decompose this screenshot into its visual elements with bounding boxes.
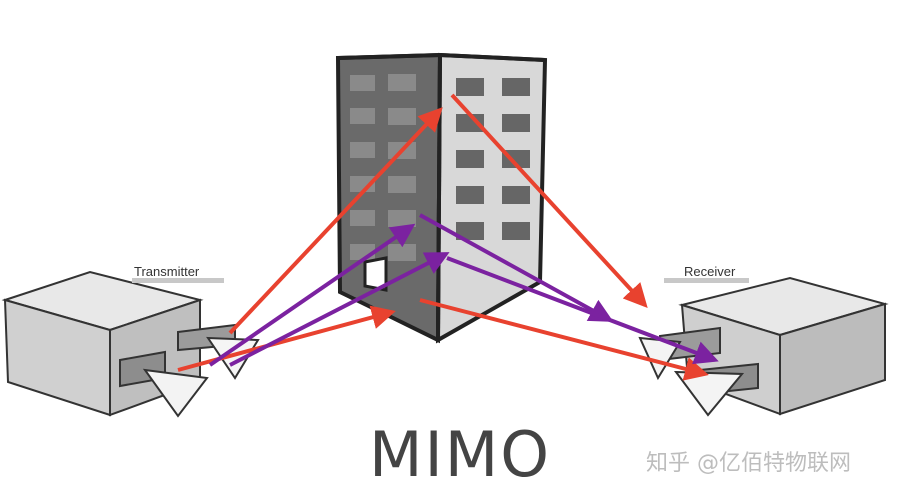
receiver-label: Receiver bbox=[684, 264, 736, 279]
watermark: 知乎 @亿佰特物联网 bbox=[646, 451, 851, 476]
building-icon bbox=[335, 52, 548, 344]
diagram-title: MIMO bbox=[369, 418, 551, 491]
receiver-label-underline bbox=[664, 278, 749, 283]
signal-paths-purple bbox=[208, 213, 719, 367]
transmitter-box-icon bbox=[1, 270, 236, 417]
transmitter-label: Transmitter bbox=[134, 264, 200, 279]
transmitter-label-underline bbox=[132, 278, 224, 283]
antenna-icon bbox=[142, 336, 260, 418]
